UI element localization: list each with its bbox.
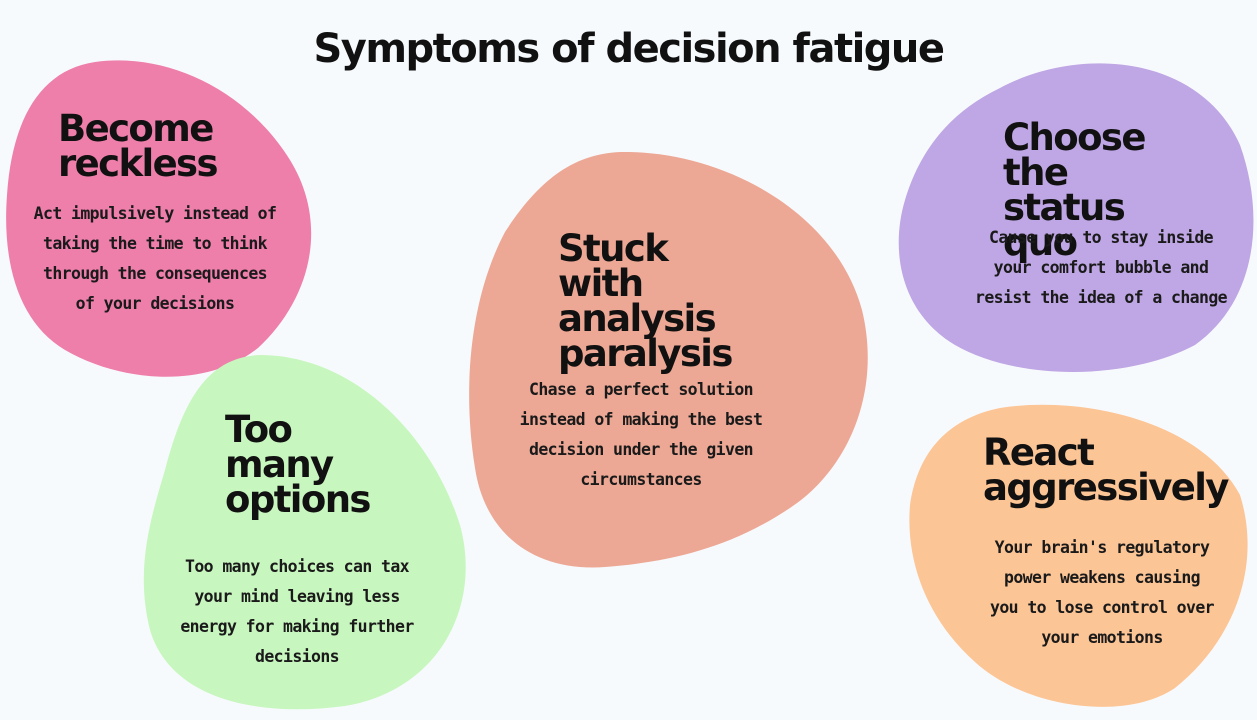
page-title: Symptoms of decision fatigue bbox=[313, 26, 945, 72]
card-title-too-many-options: Too many options bbox=[225, 408, 371, 521]
card-title-analysis-paralysis: Stuck with analysis paralysis bbox=[558, 227, 733, 375]
card-title-become-reckless: Become reckless bbox=[58, 107, 219, 185]
options-blob bbox=[143, 355, 466, 710]
card-body-too-many-options: Too many choices can tax your mind leavi… bbox=[180, 557, 414, 666]
card-body-analysis-paralysis: Chase a perfect solution instead of maki… bbox=[519, 380, 763, 489]
analysis-blob bbox=[469, 151, 868, 568]
reckless-blob bbox=[6, 60, 312, 377]
aggressive-blob bbox=[909, 404, 1248, 707]
card-title-react-aggressively: React aggressively bbox=[983, 431, 1229, 509]
card-body-status-quo: Cause you to stay inside your comfort bu… bbox=[974, 228, 1228, 307]
card-body-become-reckless: Act impulsively instead of taking the ti… bbox=[33, 204, 277, 313]
status-quo-blob bbox=[898, 63, 1254, 373]
card-title-status-quo: Choose the status quo bbox=[1003, 116, 1146, 264]
card-body-react-aggressively: Your brain's regulatory power weakens ca… bbox=[989, 538, 1215, 647]
